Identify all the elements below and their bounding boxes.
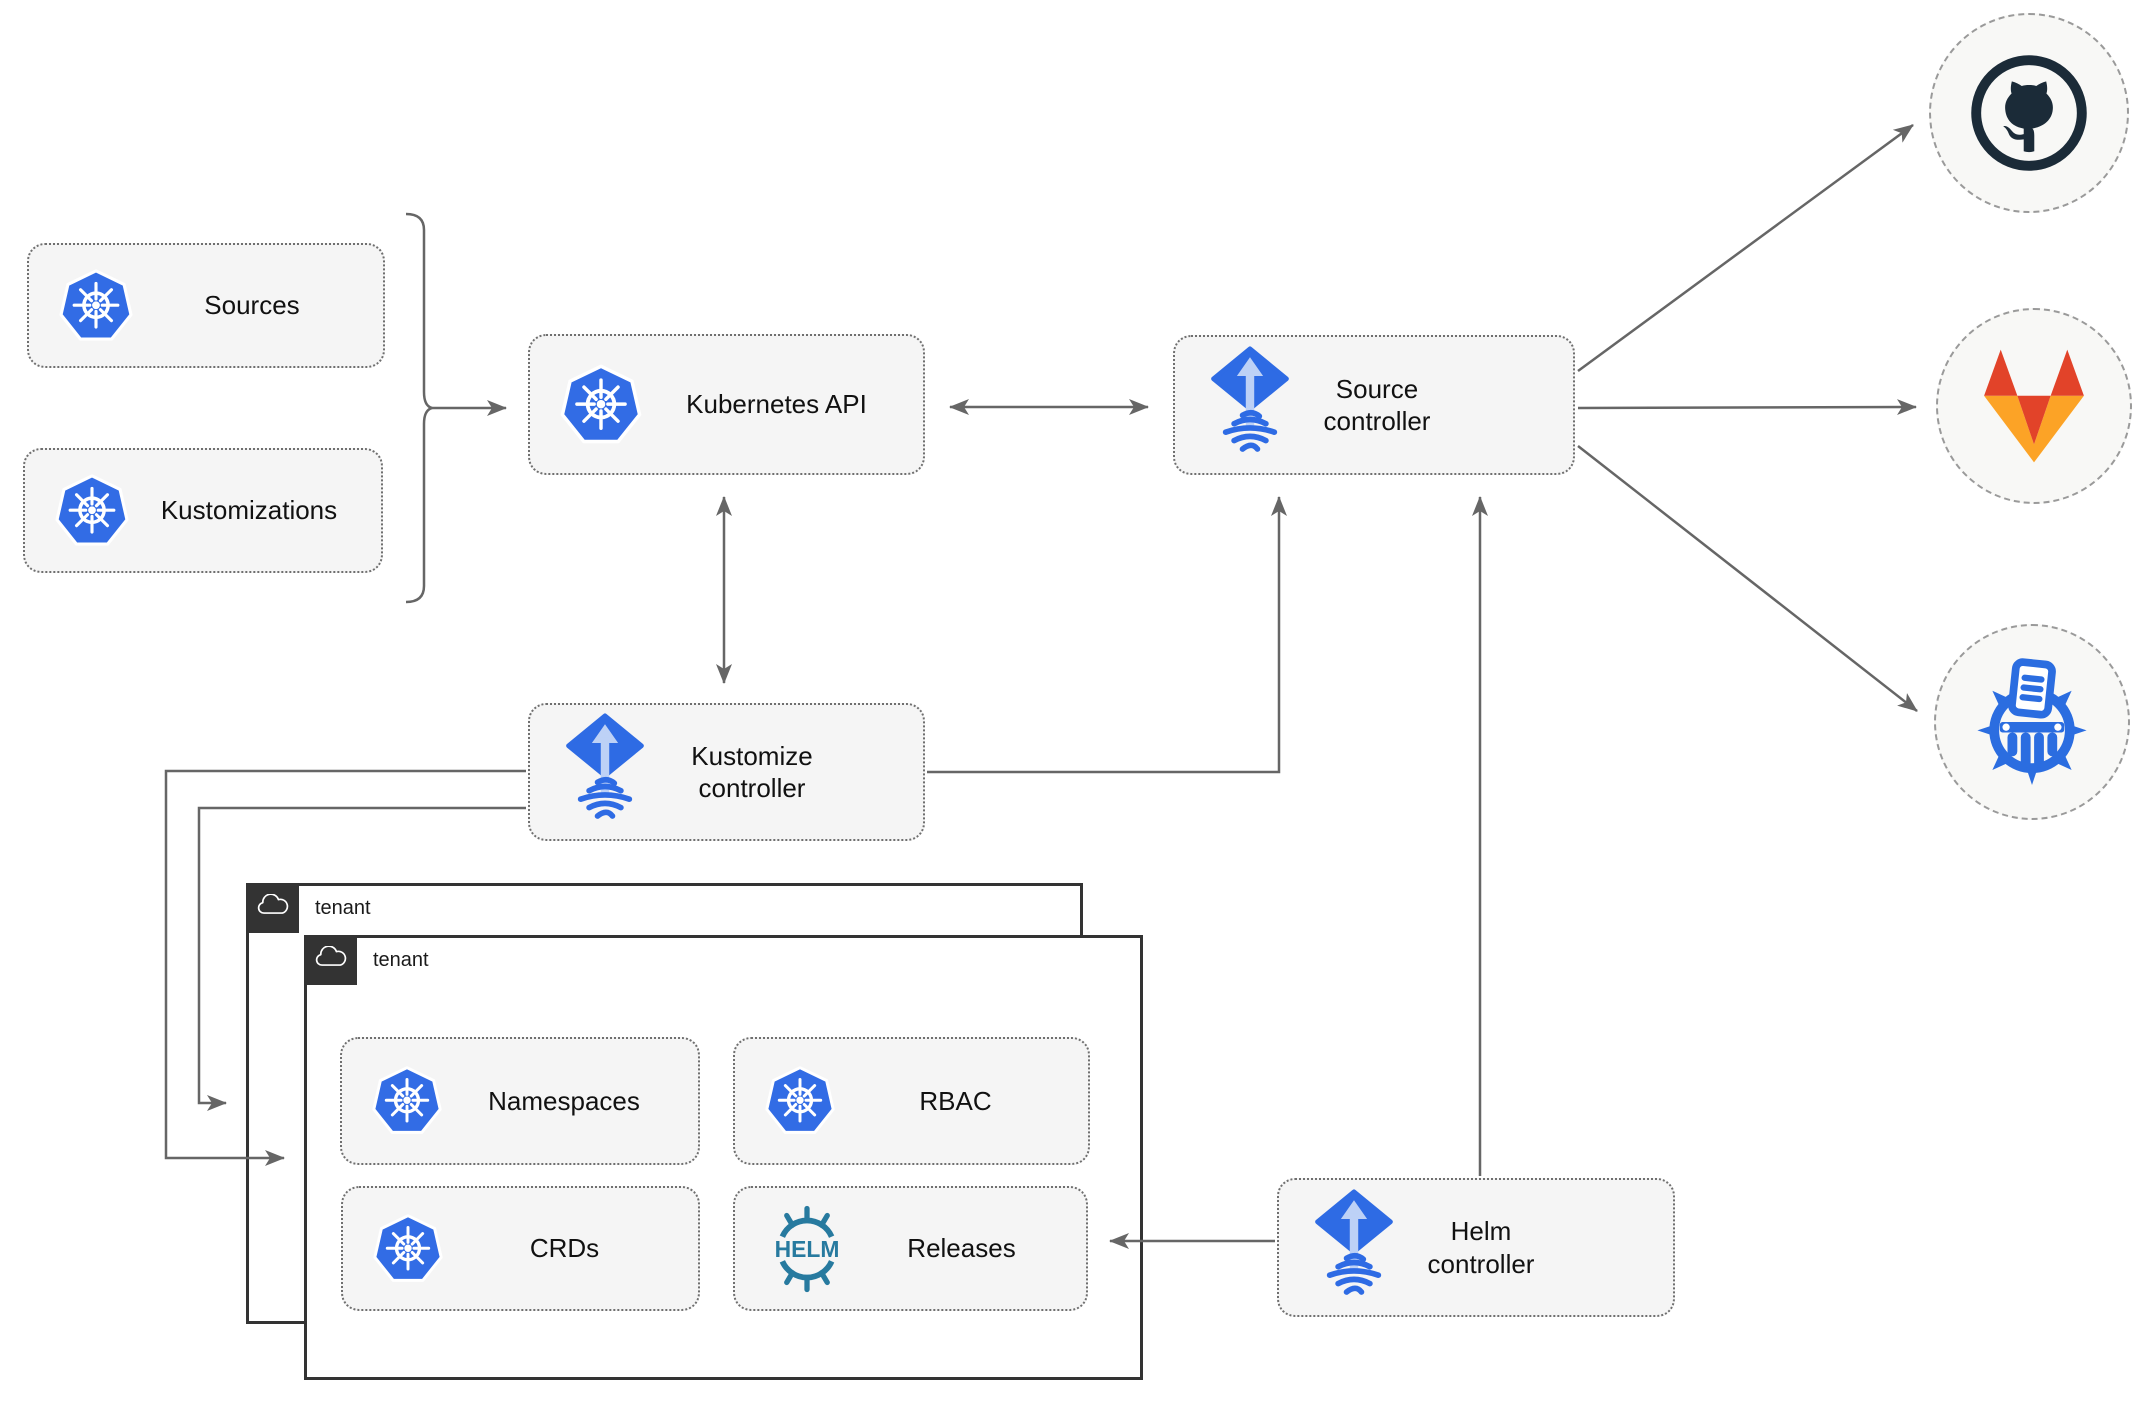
tenant-front-label: tenant	[373, 949, 429, 971]
kustomize-endpoint	[1934, 624, 2130, 820]
node-label: CRDs	[529, 1233, 600, 1264]
bracket	[405, 212, 433, 604]
node-releases: HELM Releases	[733, 1186, 1088, 1311]
node-source-controller: Source controller	[1173, 335, 1575, 475]
cloud-icon	[256, 894, 290, 923]
kubernetes-icon	[370, 1064, 444, 1138]
tenant-back-label: tenant	[315, 897, 371, 919]
node-label: Kustomizations	[160, 495, 338, 526]
node-namespaces: Namespaces	[340, 1037, 700, 1165]
node-kustomize-controller: Kustomize controller	[528, 703, 925, 841]
node-kustomizations: Kustomizations	[23, 448, 383, 573]
github-icon	[1963, 47, 2095, 179]
kubernetes-icon	[57, 267, 135, 345]
node-rbac: RBAC	[733, 1037, 1090, 1165]
tenant-front-tab	[304, 935, 357, 985]
node-crds: CRDs	[341, 1186, 700, 1311]
node-helm-controller: Helm controller	[1277, 1178, 1675, 1317]
edge-source-to-gitlab	[1577, 399, 1917, 416]
kubernetes-icon	[371, 1212, 445, 1286]
github-endpoint	[1929, 13, 2129, 213]
kubernetes-icon	[558, 362, 644, 448]
node-kubernetes-api: Kubernetes API	[528, 334, 925, 475]
node-label: Helm controller	[1427, 1216, 1535, 1279]
kubernetes-icon	[53, 472, 131, 550]
node-label: Kustomize controller	[691, 740, 813, 804]
flux-icon	[558, 713, 652, 831]
tenant-back-tab	[246, 883, 299, 933]
helm-icon-text: HELM	[775, 1235, 840, 1261]
cloud-icon	[314, 946, 348, 975]
edge-source-to-github	[1577, 123, 1914, 373]
edge-kustomize-to-source	[927, 496, 1287, 774]
node-label: Sources	[204, 290, 300, 321]
node-label: Namespaces	[488, 1085, 640, 1116]
kubernetes-icon	[763, 1064, 837, 1138]
node-label: Kubernetes API	[686, 389, 867, 420]
helm-icon: HELM	[763, 1205, 851, 1293]
node-label: Source controller	[1323, 373, 1431, 437]
gitlab-endpoint	[1936, 308, 2132, 504]
node-sources: Sources	[27, 243, 385, 368]
edge-source-to-kustomize-endpoint	[1577, 445, 1918, 712]
flux-icon	[1307, 1189, 1401, 1307]
node-label: RBAC	[919, 1085, 992, 1116]
node-label: Releases	[907, 1233, 1016, 1264]
kustomize-icon	[1962, 652, 2102, 792]
flux-icon	[1203, 346, 1297, 464]
gitlab-icon	[1970, 347, 2098, 465]
